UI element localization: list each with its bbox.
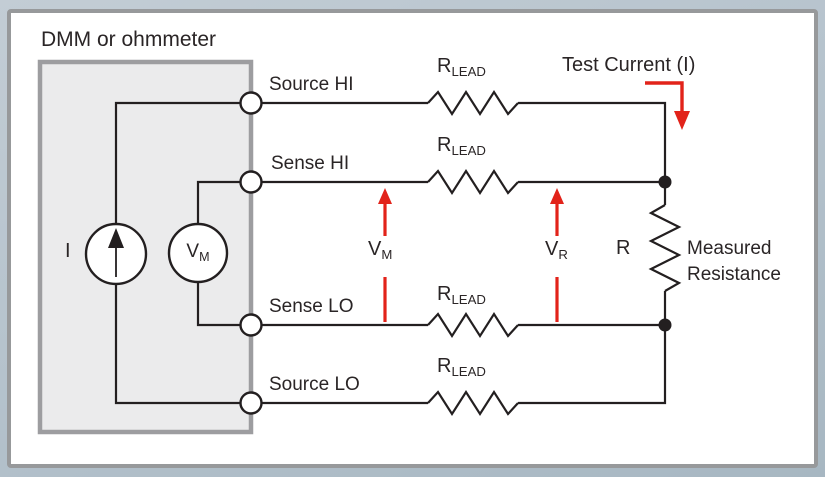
wire-source-hi-right <box>518 101 667 182</box>
test-current-arrowhead-icon <box>674 111 690 130</box>
terminal-source-hi <box>239 91 263 115</box>
terminals <box>239 91 263 415</box>
wire-sense-internal-top <box>196 180 241 224</box>
red-annotations <box>378 81 690 322</box>
wire-source-internal-top <box>114 101 241 224</box>
rlead-label-source-hi: RLEAD <box>437 55 486 79</box>
terminal-sense-lo <box>239 313 263 337</box>
rlead-base: R <box>437 55 452 77</box>
wire-source-lo-right <box>518 325 667 405</box>
junction-dot-bottom <box>658 318 672 332</box>
current-source-label: I <box>65 240 71 262</box>
vr-base: V <box>545 238 559 260</box>
rlead-resistor-source-lo <box>427 389 519 417</box>
voltmeter-label: VM <box>178 241 218 264</box>
rlead-label-sense-lo: RLEAD <box>437 283 486 307</box>
terminal-sense-hi <box>239 170 263 194</box>
vm-base: V <box>368 238 382 260</box>
voltmeter-circle <box>167 222 229 284</box>
resistor-label: R <box>616 237 631 259</box>
current-source-arrow-icon <box>108 228 124 248</box>
diagram-title: DMM or ohmmeter <box>41 28 217 51</box>
rlead-resistor-source-hi <box>427 89 519 117</box>
rlead-label-source-lo: RLEAD <box>437 355 486 379</box>
rlead-label-sense-hi: RLEAD <box>437 134 486 158</box>
measured-resistance-line1: Measured <box>687 238 772 259</box>
vm-sub: M <box>381 246 393 262</box>
rlead-sub: LEAD <box>451 63 486 79</box>
vr-sub: R <box>558 246 568 262</box>
wires <box>114 89 682 417</box>
wire-source-internal-bottom <box>114 284 241 405</box>
rlead-sub: LEAD <box>451 142 486 158</box>
current-source-symbol <box>84 222 148 286</box>
terminal-source-lo <box>239 391 263 415</box>
test-current-label: Test Current (I) <box>562 54 696 76</box>
terminal-label-source-lo: Source LO <box>269 374 360 395</box>
measured-resistance-line2: Resistance <box>687 264 781 285</box>
vm-probe-label: VM <box>368 238 393 262</box>
measured-resistance-label: Measured Resistance <box>687 236 781 288</box>
rlead-sub: LEAD <box>451 363 486 379</box>
terminal-label-source-hi: Source HI <box>269 74 354 95</box>
rlead-base: R <box>437 355 452 377</box>
vr-arrowhead-icon <box>550 188 564 204</box>
rlead-resistor-sense-hi <box>427 168 519 196</box>
wire-sense-internal-bottom <box>196 282 241 327</box>
rlead-sub: LEAD <box>451 291 486 307</box>
voltmeter-base: V <box>186 241 200 262</box>
terminal-label-sense-hi: Sense HI <box>271 153 350 174</box>
junction-dot-top <box>658 175 672 189</box>
rlead-base: R <box>437 283 452 305</box>
terminal-label-sense-lo: Sense LO <box>269 296 354 317</box>
rlead-resistor-sense-lo <box>427 311 519 339</box>
test-current-arrow-icon <box>645 81 684 112</box>
measured-resistor-zigzag <box>648 204 682 292</box>
voltmeter-sub: M <box>199 249 210 264</box>
vm-arrowhead-icon <box>378 188 392 204</box>
rlead-base: R <box>437 134 452 156</box>
vr-probe-label: VR <box>545 238 568 262</box>
